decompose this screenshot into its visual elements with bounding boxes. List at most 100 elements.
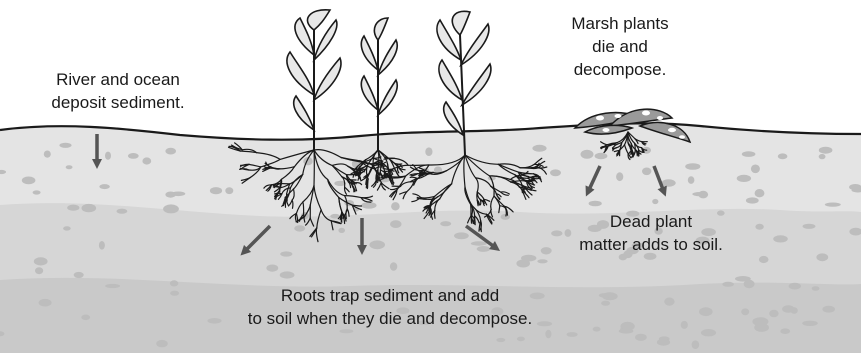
pebble — [819, 147, 833, 154]
pebble — [67, 205, 79, 211]
pebble — [681, 321, 688, 329]
pebble — [266, 265, 278, 272]
pebble — [692, 340, 700, 349]
pebble — [601, 301, 610, 306]
pebble — [391, 202, 400, 210]
pebble — [819, 154, 826, 159]
pebble — [593, 327, 601, 332]
pebble — [789, 283, 801, 290]
pebble — [664, 298, 674, 306]
pebble — [589, 201, 602, 207]
pebble — [163, 204, 179, 213]
pebble — [662, 179, 676, 186]
marsh-plant-middle — [361, 18, 397, 150]
pebble — [849, 184, 861, 190]
pebble — [516, 260, 530, 268]
pebble — [581, 150, 594, 159]
pebble — [537, 259, 547, 263]
label-decompose-line-1: Marsh plants — [540, 12, 700, 35]
pebble — [142, 157, 151, 164]
pebble — [156, 340, 168, 347]
pebble — [692, 192, 707, 196]
pebble — [35, 267, 43, 274]
pebble — [545, 330, 551, 339]
pebble — [63, 226, 71, 230]
pebble — [117, 209, 128, 214]
pebble — [471, 241, 487, 245]
pebble — [280, 251, 292, 256]
pebble — [735, 276, 751, 282]
label-sediment: River and ocean deposit sediment. — [38, 68, 198, 114]
pebble — [165, 192, 175, 198]
pebble — [699, 307, 713, 316]
label-sediment-line-1: River and ocean — [38, 68, 198, 91]
pebble — [752, 317, 768, 326]
pebble — [501, 214, 510, 220]
root-strand — [520, 167, 536, 168]
pebble — [780, 328, 790, 334]
pebble — [759, 256, 769, 263]
label-decompose-line-3: decompose. — [540, 58, 700, 81]
pebble — [635, 334, 647, 341]
root-strand — [471, 216, 472, 224]
label-roots-line-1: Roots trap sediment and add — [210, 284, 570, 307]
pebble — [170, 280, 178, 286]
label-decompose: Marsh plants die and decompose. — [540, 12, 700, 81]
pebble — [825, 203, 841, 207]
pebble — [803, 224, 816, 229]
pebble — [294, 225, 305, 231]
pebble — [210, 187, 222, 194]
pebble — [128, 153, 139, 159]
pebble — [619, 329, 634, 334]
pebble — [390, 262, 397, 271]
pebble — [22, 177, 36, 185]
pebble — [440, 221, 451, 226]
pebble — [769, 310, 778, 317]
pebble — [477, 246, 491, 252]
pebble — [170, 291, 179, 296]
pebble — [105, 284, 120, 288]
pebble — [105, 152, 111, 160]
pebble — [616, 172, 623, 181]
pebble — [657, 339, 670, 346]
pebble — [280, 271, 295, 278]
pebble — [741, 308, 749, 315]
pebble — [599, 293, 611, 298]
root-strand — [481, 221, 482, 232]
pebble — [338, 228, 345, 233]
pebble — [34, 257, 48, 265]
label-dead-matter-line-1: Dead plant — [556, 210, 746, 233]
pebble — [642, 168, 651, 176]
pebble — [755, 224, 763, 230]
pebble — [454, 232, 469, 239]
pebble — [66, 165, 73, 169]
pebble — [652, 199, 658, 204]
pebble — [595, 153, 608, 159]
label-roots: Roots trap sediment and add to soil when… — [210, 284, 570, 330]
pebble — [737, 175, 751, 182]
pebble — [369, 240, 385, 249]
pebble — [44, 151, 51, 158]
pebble — [81, 315, 90, 321]
pebble — [361, 202, 376, 209]
pebble — [746, 197, 759, 203]
pebble — [782, 305, 794, 313]
pebble — [816, 253, 828, 261]
label-decompose-line-2: die and — [540, 35, 700, 58]
pebble — [99, 241, 105, 250]
pebble — [39, 299, 52, 307]
pebble — [496, 338, 505, 342]
pebble — [425, 147, 432, 156]
pebble — [390, 220, 401, 228]
pebble — [541, 247, 552, 254]
pebble — [567, 332, 578, 337]
pebble — [685, 163, 700, 170]
label-dead-matter-line-2: matter adds to soil. — [556, 233, 746, 256]
pebble — [225, 187, 233, 194]
pebble — [751, 165, 760, 174]
pebble — [59, 143, 71, 148]
pebble — [532, 145, 546, 152]
label-roots-line-2: to soil when they die and decompose. — [210, 307, 570, 330]
pebble — [688, 176, 695, 184]
pebble — [550, 169, 561, 176]
